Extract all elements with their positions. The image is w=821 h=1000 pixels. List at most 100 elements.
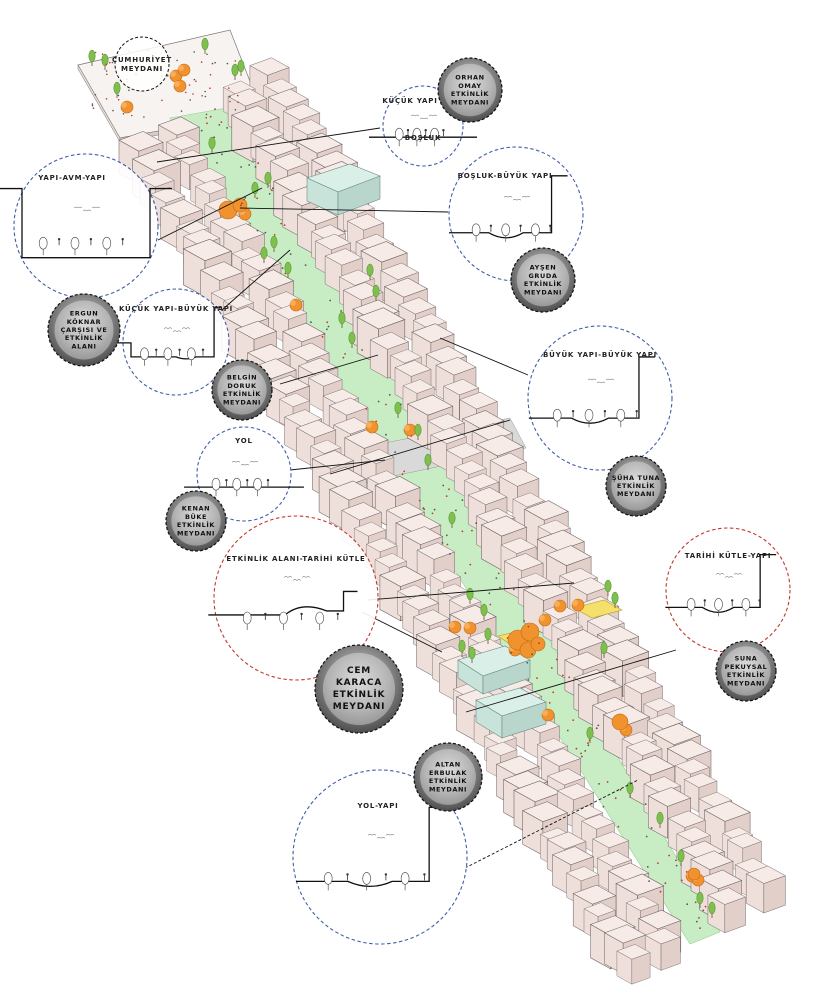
- person-dot: [289, 253, 292, 256]
- person-dot: [342, 356, 345, 359]
- section-yol: YOL: [184, 426, 304, 522]
- portrait-label: DORUK: [227, 382, 257, 390]
- person-dot: [464, 572, 467, 574]
- plaza-label: CUMHURİYET MEYDANI: [112, 36, 171, 92]
- plaza-person-dot: [101, 53, 104, 55]
- person-dot: [675, 864, 678, 867]
- trees: [88, 37, 716, 919]
- person-dot: [326, 328, 328, 331]
- person-dot: [469, 563, 472, 566]
- person-dot: [377, 400, 380, 403]
- plaza-person-dot: [201, 95, 203, 97]
- portrait-label: ETKİNLİK: [223, 389, 262, 398]
- tree-orange: [448, 620, 462, 634]
- plaza-person-dot: [166, 74, 169, 77]
- person-dot: [699, 927, 701, 929]
- person-dot: [321, 335, 324, 338]
- person-dot: [695, 920, 698, 923]
- person-dot: [648, 880, 650, 882]
- tree-cluster: [530, 636, 546, 652]
- portrait-overlay: [217, 365, 267, 415]
- plaza-person-dot: [105, 70, 108, 72]
- person-dot: [455, 509, 457, 512]
- person-dot: [240, 204, 242, 207]
- person-dot: [587, 744, 590, 747]
- portrait-label: MEYDANI: [727, 679, 765, 687]
- person-dot: [471, 529, 473, 532]
- person-dot: [399, 403, 402, 406]
- plaza-person-dot: [234, 60, 237, 62]
- portrait-overlay: [420, 749, 476, 805]
- person-dot: [527, 679, 530, 681]
- person-dot: [256, 197, 258, 200]
- tree-orange: [177, 63, 191, 77]
- section-yapi-avm-yapi: YAPI-AVM-YAPI: [0, 153, 172, 299]
- person-dot: [449, 553, 451, 555]
- portrait-label: OMAY: [458, 82, 482, 90]
- portrait-label: ETKİNLİK: [617, 481, 656, 490]
- person-dot: [644, 803, 647, 805]
- bird-icon: [512, 199, 522, 201]
- person-dot: [581, 755, 583, 758]
- building-block: [745, 865, 786, 914]
- building-block: [644, 927, 681, 971]
- plaza-person-dot: [94, 51, 97, 54]
- portrait-overlay: [171, 496, 221, 546]
- person-dot: [598, 783, 600, 785]
- bird-icon: [410, 114, 420, 117]
- person-dot: [461, 499, 464, 501]
- person-dot: [550, 667, 553, 669]
- person-dot: [681, 879, 683, 882]
- plaza-person-dot: [204, 95, 207, 98]
- section-ring: [196, 426, 292, 522]
- person-dot: [218, 124, 221, 126]
- portrait-label: KARACA: [336, 678, 382, 688]
- person-dot: [495, 577, 498, 579]
- section-ring: [122, 288, 230, 396]
- tree-orange: [571, 598, 585, 612]
- plaza-person-dot: [193, 51, 195, 53]
- person-dot: [614, 797, 617, 800]
- section-tarihi-kutle-yapi: TARİHİ KÜTLE-YAPI: [665, 527, 791, 653]
- portrait-label: BÜKE: [185, 512, 207, 521]
- person-dot: [244, 196, 247, 199]
- person-dot: [248, 164, 251, 166]
- person-dot: [442, 484, 445, 487]
- person-dot: [375, 420, 378, 423]
- person-dot: [704, 905, 707, 908]
- person-dot: [584, 750, 587, 752]
- portrait-photo: [715, 640, 777, 702]
- person-dot: [284, 272, 287, 275]
- section-profile: [528, 356, 655, 424]
- section-title: KÜÇÜK YAPI: [382, 96, 437, 105]
- person-dot: [209, 115, 212, 118]
- portrait-overlay: [322, 652, 396, 726]
- section-title: YOL: [234, 437, 253, 445]
- bird-icon: [605, 378, 615, 381]
- building-block: [616, 944, 651, 985]
- section-profile: [665, 554, 777, 614]
- plaza-person-dot: [91, 104, 94, 107]
- portrait-label: ETKİNLİK: [429, 776, 468, 785]
- plaza-person-dot: [176, 59, 178, 62]
- plaza-person-dot: [214, 61, 216, 64]
- tree-cluster: [232, 197, 248, 213]
- section-subtitle: BOŞLUK: [405, 134, 441, 142]
- person-dot: [206, 122, 208, 125]
- portrait-label: ALANI: [71, 342, 96, 350]
- portrait-overlay: [721, 646, 771, 696]
- section-ring: [213, 515, 379, 681]
- bird-icon: [240, 464, 250, 466]
- plaza-person-dot: [192, 93, 194, 95]
- person-dot: [243, 198, 246, 201]
- plaza-person-dot: [122, 113, 125, 115]
- plaza-person-dot: [128, 89, 130, 92]
- person-dot: [548, 702, 551, 704]
- section-ring: [13, 153, 159, 299]
- plaza-person-dot: [206, 53, 208, 56]
- person-dot: [536, 677, 538, 679]
- plaza-name-line2: MEYDANI: [121, 65, 163, 73]
